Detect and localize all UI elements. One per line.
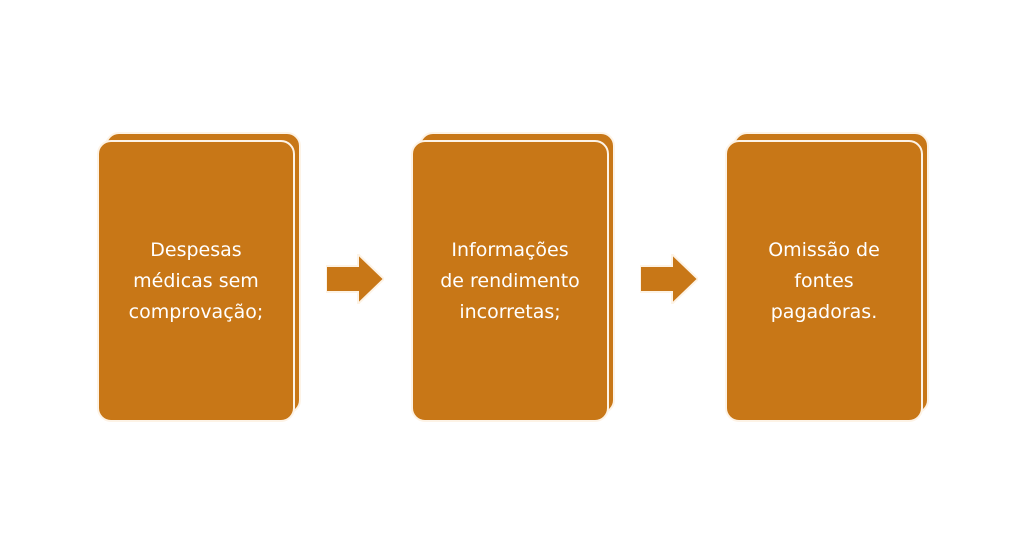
step-card-3: Omissão de fontes pagadoras. xyxy=(725,132,929,424)
step-card-2: Informações de rendimento incorretas; xyxy=(411,132,615,424)
step-card-2-face: Informações de rendimento incorretas; xyxy=(411,140,609,422)
step-card-3-face: Omissão de fontes pagadoras. xyxy=(725,140,923,422)
step-card-1-face: Despesas médicas sem comprovação; xyxy=(97,140,295,422)
right-arrow-icon xyxy=(326,254,384,304)
right-arrow-icon xyxy=(640,254,698,304)
step-2-text: Informações de rendimento incorretas; xyxy=(440,238,580,323)
step-3-text: Omissão de fontes pagadoras. xyxy=(768,238,880,323)
step-1-text: Despesas médicas sem comprovação; xyxy=(128,238,264,323)
step-card-1: Despesas médicas sem comprovação; xyxy=(97,132,301,424)
